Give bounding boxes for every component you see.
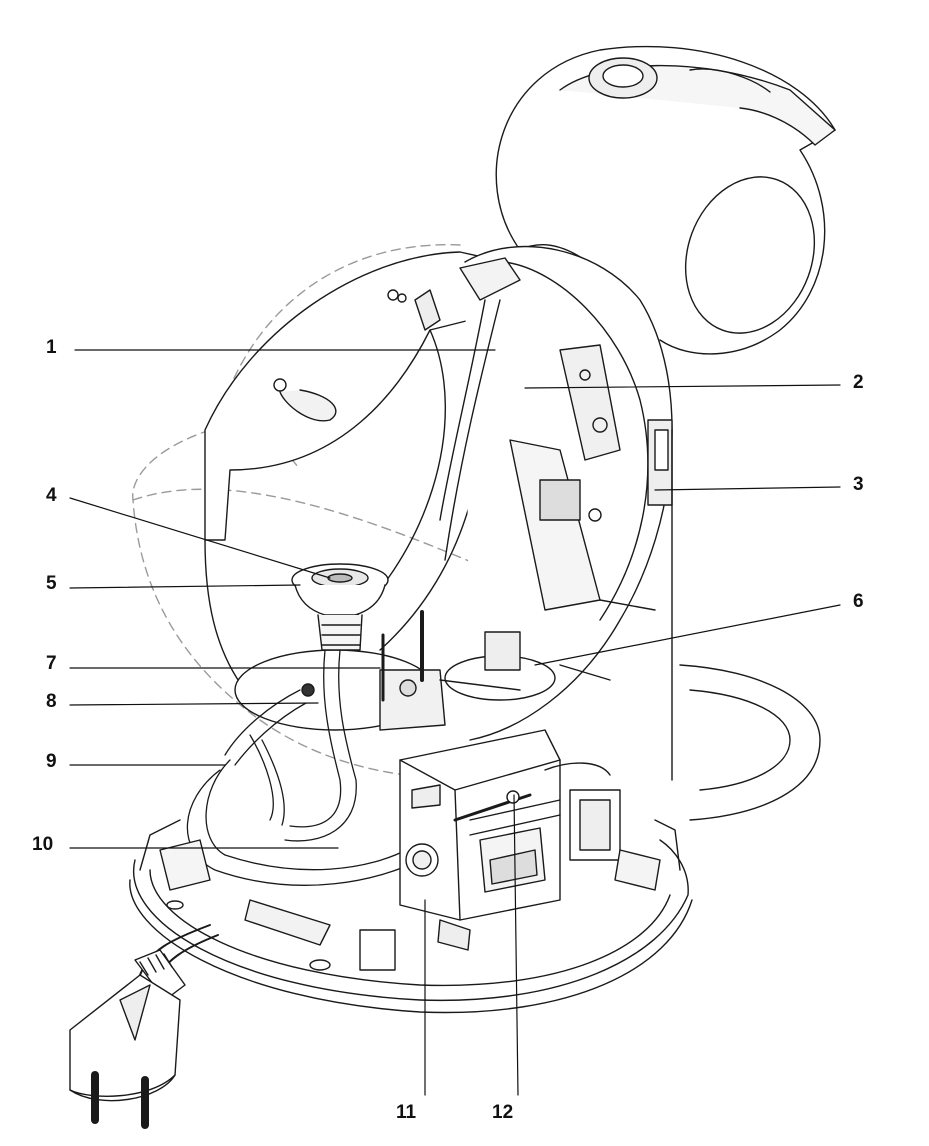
callout-12: 12 [492, 1102, 514, 1123]
callout-3: 3 [853, 474, 864, 495]
power-cord-plug [69, 924, 219, 1129]
outlet-nozzle [291, 563, 389, 651]
leader-4 [69, 497, 331, 579]
callout-7: 7 [46, 653, 57, 674]
pump-block [399, 729, 621, 921]
leader-5 [69, 584, 301, 589]
tank-window [684, 176, 816, 334]
callout-1: 1 [46, 337, 57, 358]
callout-9: 9 [46, 751, 57, 772]
hoses [186, 649, 421, 886]
leader-6 [534, 604, 841, 666]
leader-8 [69, 702, 319, 706]
callout-8: 8 [46, 691, 57, 712]
leader-12 [513, 794, 519, 1096]
heating-assembly [234, 610, 556, 731]
callout-10: 10 [32, 834, 54, 855]
callout-2: 2 [853, 372, 864, 393]
drip-tray [671, 429, 821, 821]
callout-5: 5 [46, 573, 57, 594]
base-plate [129, 819, 693, 1014]
leader-lines [69, 349, 841, 1096]
leader-2 [524, 384, 841, 389]
callout-11: 11 [396, 1102, 417, 1123]
leader-3 [654, 486, 841, 491]
callout-6: 6 [853, 591, 864, 612]
body-frame [439, 245, 673, 741]
callout-4: 4 [46, 485, 57, 506]
